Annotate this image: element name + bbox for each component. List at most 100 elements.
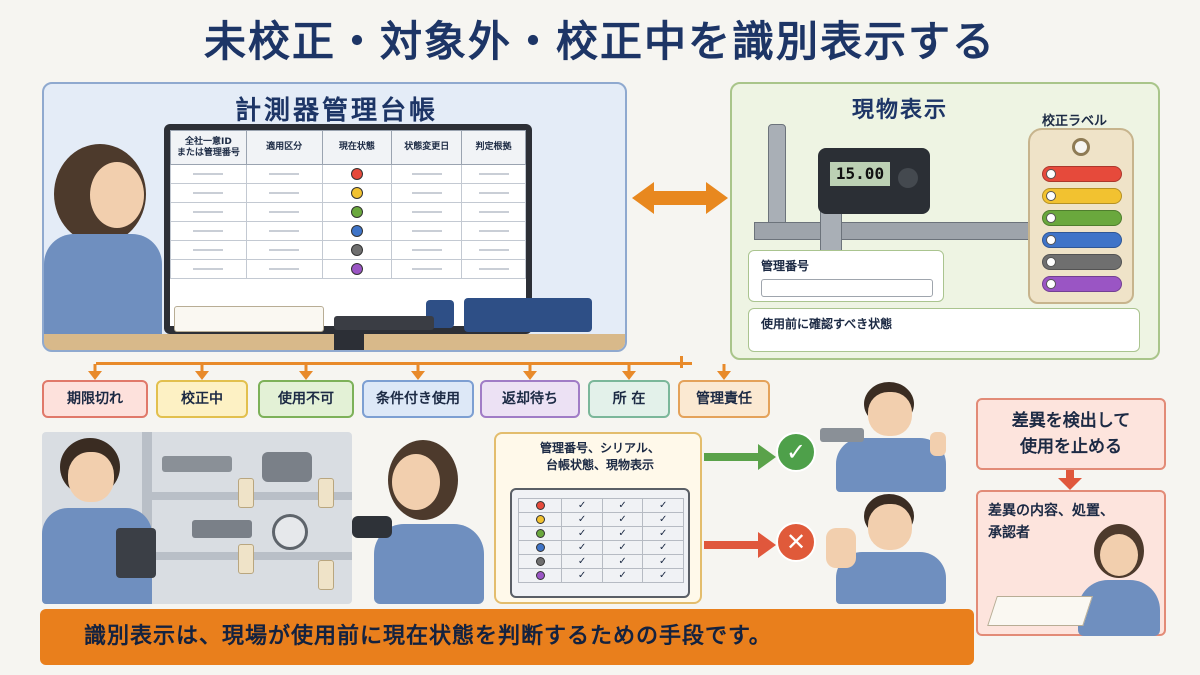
ledger-panel: 計測器管理台帳 全社一意ID または管理番号適用区分現在状態状態変更日判定根拠 xyxy=(42,82,627,352)
chip-down-arrow-icon xyxy=(411,364,425,380)
checklist-row: ✓✓✓ xyxy=(517,526,684,541)
placeholder-dash xyxy=(411,267,442,270)
checklist-check-cell: ✓ xyxy=(561,498,603,513)
ledger-table: 全社一意ID または管理番号適用区分現在状態状態変更日判定根拠 xyxy=(170,130,526,279)
verification-title: 管理番号、シリアル、 台帳状態、現物表示 xyxy=(496,440,704,474)
checklist-check-cell: ✓ xyxy=(601,554,644,569)
ledger-cell xyxy=(391,202,463,222)
stripe-dot-icon xyxy=(1046,191,1056,201)
ledger-row xyxy=(170,202,526,222)
checklist-status-cell xyxy=(517,526,563,541)
down-arrow-icon xyxy=(1058,470,1082,490)
binder-icon xyxy=(464,298,592,332)
caliper-beam xyxy=(754,222,1044,240)
inspector-face xyxy=(68,452,114,502)
ledger-cell xyxy=(170,202,247,222)
checklist-row: ✓✓✓ xyxy=(517,512,684,527)
ledger-column-header: 現在状態 xyxy=(321,130,393,165)
caliper-button-icon xyxy=(898,168,918,188)
checklist-check-cell: ✓ xyxy=(561,540,603,555)
status-chip: 条件付き使用 xyxy=(362,380,474,418)
checklist-check-cell: ✓ xyxy=(601,512,644,527)
checklist-status-cell xyxy=(517,540,563,555)
caliper-reading: 15.00 xyxy=(830,162,890,186)
ledger-cell xyxy=(461,221,526,241)
checklist-row: ✓✓✓ xyxy=(517,540,684,555)
ledger-row xyxy=(170,259,526,279)
check-ok-icon: ✓ xyxy=(776,432,816,472)
tag-icon xyxy=(318,560,334,590)
checklist-check-cell: ✓ xyxy=(601,540,644,555)
micrometer-icon xyxy=(262,452,312,482)
status-chip: 校正中 xyxy=(156,380,248,418)
page-title: 未校正・対象外・校正中を識別表示する xyxy=(203,17,996,66)
calibration-label-caption: 校正ラベル xyxy=(1042,114,1108,129)
approver-face xyxy=(1100,534,1138,576)
ledger-cell xyxy=(461,202,526,222)
placeholder-dash xyxy=(411,229,442,232)
stopped-worker-face xyxy=(868,504,912,550)
ledger-column-header: 適用区分 xyxy=(245,130,323,165)
checklist-status-cell xyxy=(517,512,563,527)
checklist-check-cell: ✓ xyxy=(561,568,603,583)
stop-hand-icon xyxy=(826,528,856,568)
ledger-row xyxy=(170,183,526,203)
status-dot xyxy=(535,542,545,552)
placeholder-dash xyxy=(193,191,224,194)
status-cell xyxy=(321,183,393,203)
tag-color-stripe xyxy=(1042,210,1122,226)
ledger-cell xyxy=(245,240,323,260)
tag-icon xyxy=(318,478,334,508)
connector-line xyxy=(96,362,692,365)
placeholder-dash xyxy=(478,267,509,270)
placeholder-dash xyxy=(193,229,224,232)
checklist-check-cell: ✓ xyxy=(642,512,684,527)
checklist-check-cell: ✓ xyxy=(561,512,603,527)
ledger-cell xyxy=(170,240,247,260)
checklist-check-cell: ✓ xyxy=(561,554,603,569)
checklist-row: ✓✓✓ xyxy=(517,568,684,583)
status-cell xyxy=(321,240,393,260)
checklist-check-cell: ✓ xyxy=(601,568,644,583)
connector-stem xyxy=(680,356,683,368)
status-chip: 期限切れ xyxy=(42,380,148,418)
status-before-use-box: 使用前に確認すべき状態 xyxy=(748,308,1140,352)
chip-down-arrow-icon xyxy=(299,364,313,380)
checklist-check-cell: ✓ xyxy=(642,568,684,583)
status-cell xyxy=(321,164,393,184)
record-line2: 承認者 xyxy=(988,525,1030,541)
status-dot xyxy=(350,244,363,256)
checklist-status-cell xyxy=(517,498,563,513)
status-dot xyxy=(350,263,363,275)
scanner-operator xyxy=(352,432,492,604)
caliper-icon xyxy=(820,428,864,442)
checklist-check-cell: ✓ xyxy=(642,540,684,555)
ledger-column-header: 判定根拠 xyxy=(461,130,526,165)
ledger-cell xyxy=(391,221,463,241)
management-number-label: 管理番号 xyxy=(761,259,810,273)
status-dot xyxy=(535,556,545,566)
tag-icon xyxy=(238,478,254,508)
tag-color-stripe xyxy=(1042,254,1122,270)
caliper-icon xyxy=(162,456,232,472)
document-icon xyxy=(987,596,1093,626)
monitor-stand xyxy=(334,334,364,350)
verification-title-line1: 管理番号、シリアル、 xyxy=(540,441,660,455)
chip-down-arrow-icon xyxy=(523,364,537,380)
placeholder-dash xyxy=(478,210,509,213)
tag-icon xyxy=(238,544,254,574)
approved-worker-body xyxy=(836,438,946,492)
tag-color-stripe xyxy=(1042,166,1122,182)
status-dot xyxy=(535,500,545,510)
ledger-cell xyxy=(245,164,323,184)
ledger-screen: 全社一意ID または管理番号適用区分現在状態状態変更日判定根拠 xyxy=(170,130,526,326)
monitor: 全社一意ID または管理番号適用区分現在状態状態変更日判定根拠 xyxy=(164,124,532,334)
thumbs-up-icon xyxy=(930,432,946,456)
ledger-column-header: 状態変更日 xyxy=(391,130,463,165)
placeholder-dash xyxy=(269,229,300,232)
checklist-check-cell: ✓ xyxy=(601,526,644,541)
tag-color-stripe xyxy=(1042,232,1122,248)
checklist-row: ✓✓✓ xyxy=(517,498,684,513)
physical-title: 現物表示 xyxy=(852,98,949,123)
ledger-cell xyxy=(245,202,323,222)
